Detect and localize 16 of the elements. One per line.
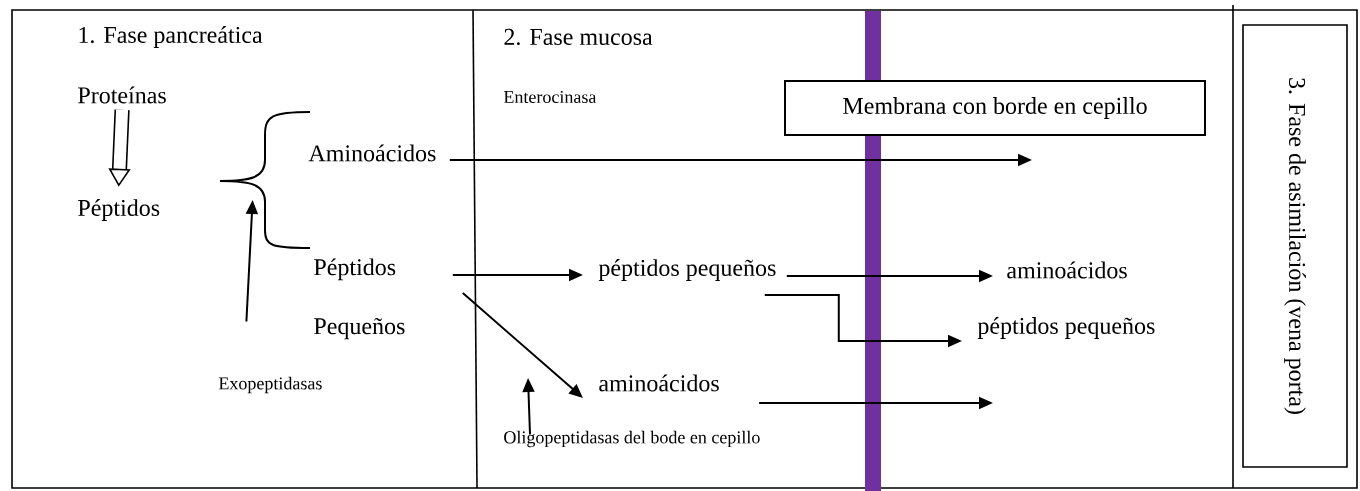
enzyme-label: Oligopeptidasas del bode en cepillo [504,430,760,448]
substance-label: Proteínas [78,86,166,104]
phase-heading: 2. Fase mucosa [504,28,653,46]
substance-label: péptidos pequeños [977,317,1155,339]
substance-label: Aminoácidos [308,144,436,162]
substance-label: aminoácidos [599,374,719,392]
phase-box: 3. Fase de asimilación (vena porta) [1242,24,1348,468]
substance-label: aminoácidos [1007,261,1127,279]
substance-label: Péptidos Pequeños [314,258,405,340]
enzyme-label: Exopeptidasas [218,376,322,394]
arrow [461,292,583,398]
membrane-box: Membrana con borde en cepillo [784,80,1206,136]
phase-heading: 1. Fase pancreática [79,26,263,48]
substance-label: Péptidos [78,199,160,221]
enzyme-label: Enterocinasa [503,90,597,104]
substance-label: péptidos pequeños [598,259,776,281]
